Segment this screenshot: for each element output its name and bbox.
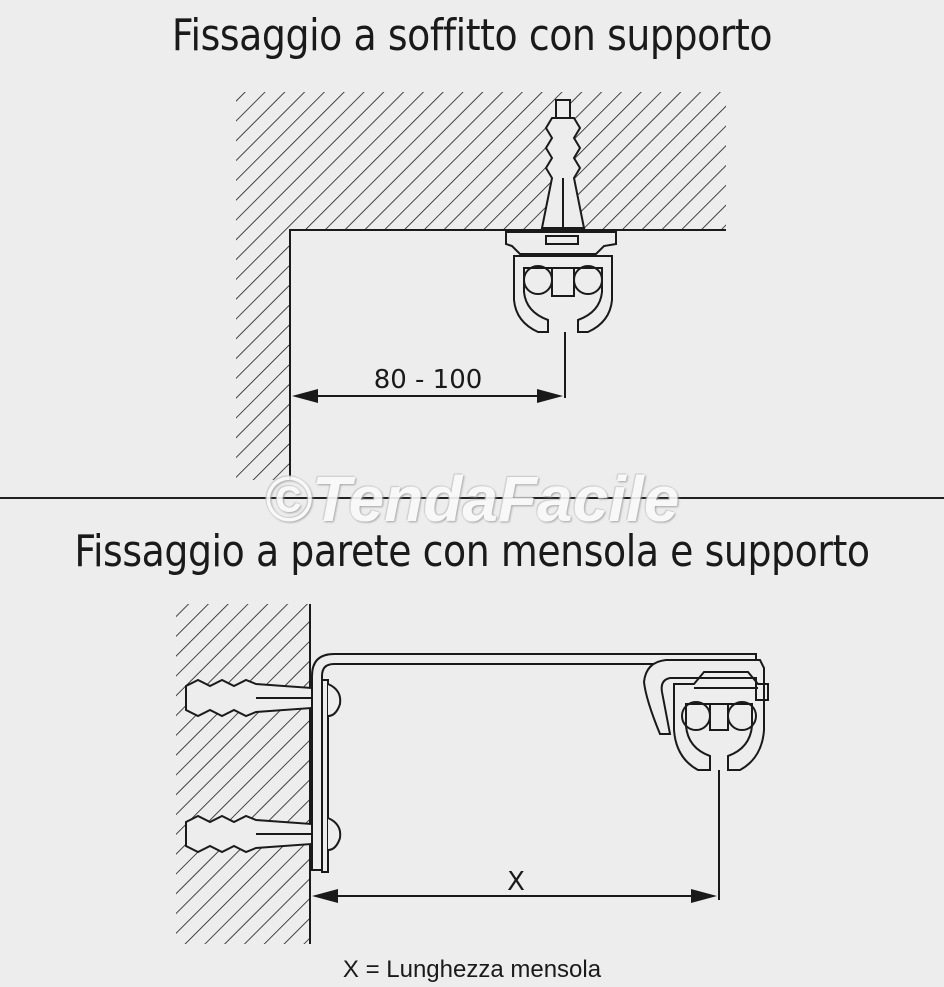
ceiling-mount-title: Fissaggio a soffitto con supporto <box>171 10 773 61</box>
ceiling-anchor <box>540 99 586 229</box>
wall-bracket <box>311 653 757 873</box>
wall-rail-profile <box>673 671 769 771</box>
bottom-dimension-label: X <box>507 867 525 897</box>
bottom-dimension <box>312 770 720 903</box>
top-dimension <box>292 332 566 403</box>
wall-section <box>176 604 311 944</box>
wall-mount-title: Fissaggio a parete con mensola e support… <box>74 526 870 577</box>
caption: X = Lunghezza mensola <box>342 956 602 983</box>
ceiling-support-clip <box>505 231 617 255</box>
section-divider <box>0 497 944 499</box>
ceiling-rail-profile <box>513 255 613 333</box>
watermark: ©TendaFacile <box>264 463 680 535</box>
ceiling-wall-section <box>236 92 726 480</box>
top-dimension-label: 80 - 100 <box>374 365 483 395</box>
wall-support-hook <box>642 659 765 735</box>
